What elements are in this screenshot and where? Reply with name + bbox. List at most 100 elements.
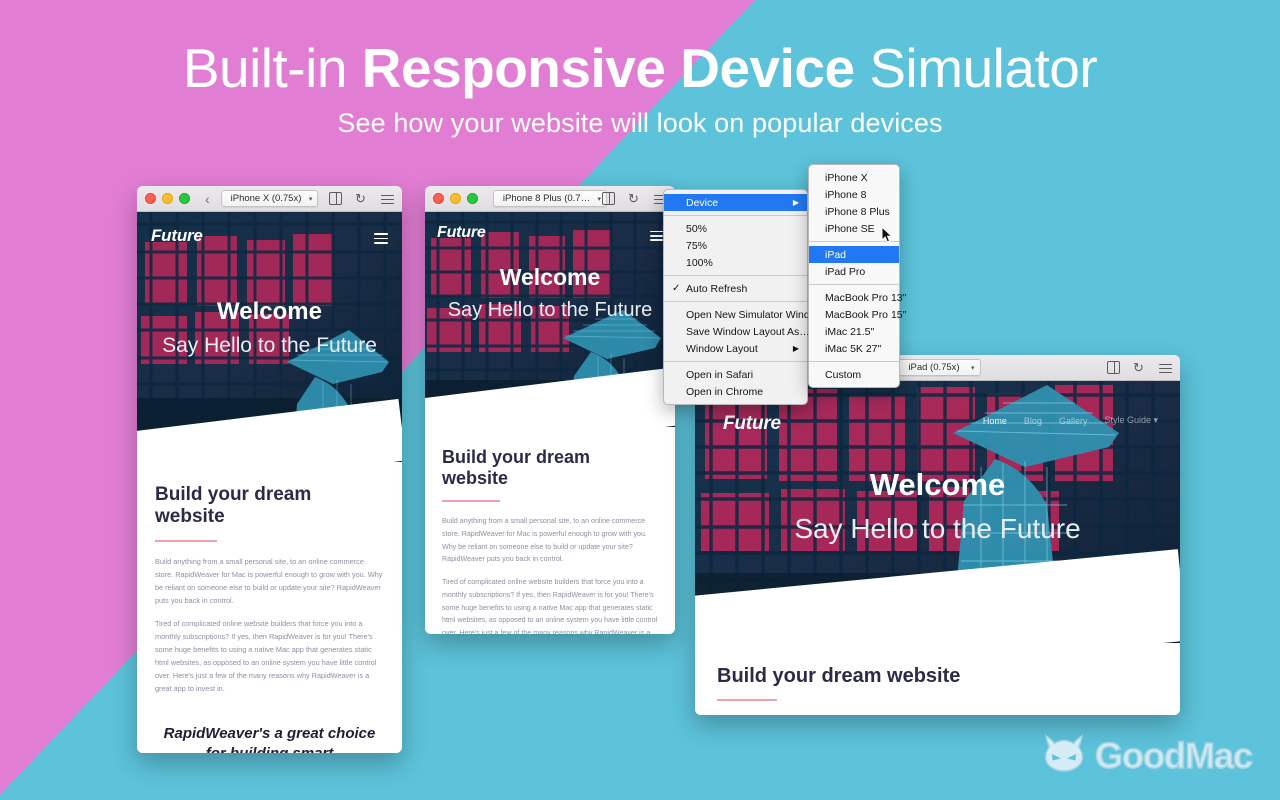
menu-item-label: Open in Chrome <box>686 385 764 398</box>
titlebar-tools[interactable]: ↻ <box>1107 361 1172 374</box>
chevron-down-icon: ▾ <box>308 195 313 203</box>
site-hero: Future Home Blog Gallery Style Guide ▾ W… <box>695 381 1180 643</box>
site-navigation[interactable]: Home Blog Gallery Style Guide ▾ <box>983 415 1158 426</box>
minimize-button[interactable] <box>450 193 461 204</box>
submenu-item-iphone-8-plus[interactable]: iPhone 8 Plus <box>809 203 899 220</box>
zoom-button[interactable] <box>179 193 190 204</box>
menu-item-label: Window Layout <box>686 342 758 355</box>
simulator-window-ipad[interactable]: ‹ › iPad (0.75x) ▾ ↻ <box>695 355 1180 715</box>
menu-item-open-in-chrome[interactable]: Open in Chrome <box>664 383 807 400</box>
hero-subtitle: Say Hello to the Future <box>794 513 1081 544</box>
nav-item-style-guide[interactable]: Style Guide ▾ <box>1104 415 1158 425</box>
menu-item-label: Open in Safari <box>686 368 754 381</box>
goodmac-logo: GoodMac <box>1042 733 1254 778</box>
titlebar-tools[interactable]: ↻ <box>602 192 667 205</box>
submenu-separator <box>809 361 899 362</box>
menu-icon[interactable] <box>381 192 394 205</box>
refresh-icon[interactable]: ↻ <box>1133 360 1144 375</box>
device-selector-popup[interactable]: iPhone 8 Plus (0.7… ▾ <box>492 190 608 207</box>
nav-item-gallery[interactable]: Gallery <box>1058 415 1088 426</box>
heading-rule <box>717 698 777 701</box>
section-heading: Build your dream website <box>155 484 312 527</box>
submenu-item-iphone-8[interactable]: iPhone 8 <box>809 186 899 203</box>
menu-separator <box>664 215 807 216</box>
device-selector-label: iPad (0.75x) <box>908 362 960 373</box>
hero-background-image <box>695 381 1180 643</box>
site-menu-icon[interactable] <box>374 230 388 247</box>
site-preview: Future Home Blog Gallery Style Guide ▾ W… <box>695 381 1180 715</box>
menu-item-save-window-layout-as[interactable]: Save Window Layout As… <box>664 323 810 340</box>
submenu-item-macbook-pro-13[interactable]: MacBook Pro 13" <box>809 289 906 306</box>
menu-item-100[interactable]: 100% <box>664 254 807 271</box>
titlebar-tools[interactable]: ↻ <box>329 192 394 205</box>
split-view-icon[interactable] <box>602 192 615 205</box>
simulator-window-iphone-8-plus[interactable]: ‹ › iPhone 8 Plus (0.7… ▾ ↻ <box>425 186 675 634</box>
zoom-button[interactable] <box>467 193 478 204</box>
submenu-item-label: iMac 5K 27" <box>825 342 882 355</box>
hero-title: Welcome <box>217 298 322 325</box>
menu-separator <box>664 361 807 362</box>
close-button[interactable] <box>145 193 156 204</box>
chevron-down-icon: ▾ <box>970 364 975 372</box>
menu-item-label: 100% <box>686 256 713 269</box>
submenu-item-ipad-pro[interactable]: iPad Pro <box>809 263 899 280</box>
window-titlebar[interactable]: ‹ › iPhone 8 Plus (0.7… ▾ ↻ <box>425 186 675 212</box>
submenu-item-imac-5k-27[interactable]: iMac 5K 27" <box>809 340 899 357</box>
submenu-item-macbook-pro-15[interactable]: MacBook Pro 15" <box>809 306 906 323</box>
site-brand[interactable]: Future <box>151 226 203 245</box>
traffic-lights[interactable] <box>433 193 478 204</box>
split-view-icon[interactable] <box>1107 361 1120 374</box>
hero-subtitle: Say Hello to the Future <box>162 334 377 357</box>
menu-item-50[interactable]: 50% <box>664 220 807 237</box>
hero-copy: Welcome Say Hello to the Future <box>695 467 1180 545</box>
submenu-item-iphone-se[interactable]: iPhone SE <box>809 220 899 237</box>
site-menu-icon[interactable] <box>650 228 663 244</box>
site-brand[interactable]: Future <box>437 224 486 241</box>
window-titlebar[interactable]: ‹ › iPhone X (0.75x) ▾ ↻ <box>137 186 402 212</box>
section-heading: Build your dream website <box>442 447 591 488</box>
body-paragraph-1: Build anything from a small personal sit… <box>155 557 383 606</box>
submenu-item-custom[interactable]: Custom <box>809 366 899 383</box>
menu-item-label: Save Window Layout As… <box>686 325 810 338</box>
site-preview: Future Welcome Say Hello to the Future B… <box>137 212 402 753</box>
menu-item-device[interactable]: Device▶ <box>664 194 807 211</box>
device-selector-popup[interactable]: iPhone X (0.75x) ▾ <box>220 190 319 207</box>
back-arrow-icon[interactable]: ‹ <box>205 190 210 207</box>
site-body-section: Build your dream website Build anything … <box>425 427 675 634</box>
submenu-item-label: iPad <box>825 248 847 261</box>
submenu-item-ipad[interactable]: iPad <box>809 246 899 263</box>
menu-item-open-in-safari[interactable]: Open in Safari <box>664 366 807 383</box>
menu-item-auto-refresh[interactable]: ✓Auto Refresh <box>664 280 807 297</box>
menu-item-label: 50% <box>686 222 708 235</box>
menu-icon[interactable] <box>1159 361 1172 374</box>
split-view-icon[interactable] <box>329 192 342 205</box>
menu-separator <box>664 301 807 302</box>
menu-icon[interactable] <box>654 192 667 205</box>
hero-subtitle: Say Hello to the Future <box>447 299 653 321</box>
mouse-cursor <box>881 225 893 243</box>
site-brand[interactable]: Future <box>723 413 781 434</box>
site-hero: Future Welcome Say Hello to the Future <box>425 212 675 427</box>
pull-quote: RapidWeaver's a great choice for buildin… <box>163 725 376 753</box>
submenu-item-imac-21-5[interactable]: iMac 21.5" <box>809 323 899 340</box>
submenu-item-iphone-x[interactable]: iPhone X <box>809 169 899 186</box>
menu-item-75[interactable]: 75% <box>664 237 807 254</box>
menu-item-window-layout[interactable]: Window Layout▶ <box>664 340 807 357</box>
submenu-item-label: iPhone 8 Plus <box>825 205 890 218</box>
submenu-item-label: iPad Pro <box>825 265 866 278</box>
body-paragraph-1: Build anything from a small personal sit… <box>442 517 647 564</box>
close-button[interactable] <box>433 193 444 204</box>
hero-copy: Welcome Say Hello to the Future <box>425 264 675 322</box>
device-selector-popup[interactable]: iPad (0.75x) ▾ <box>894 359 981 376</box>
refresh-icon[interactable]: ↻ <box>628 191 639 206</box>
minimize-button[interactable] <box>162 193 173 204</box>
device-selector-label: iPhone 8 Plus (0.7… <box>502 193 591 204</box>
nav-item-blog[interactable]: Blog <box>1023 415 1042 426</box>
nav-item-home[interactable]: Home <box>982 415 1007 426</box>
traffic-lights[interactable] <box>145 193 190 204</box>
refresh-icon[interactable]: ↻ <box>355 191 366 206</box>
simulator-window-iphone-x[interactable]: ‹ › iPhone X (0.75x) ▾ ↻ <box>137 186 402 753</box>
menu-item-open-new-simulator-window[interactable]: Open New Simulator Window <box>664 306 823 323</box>
